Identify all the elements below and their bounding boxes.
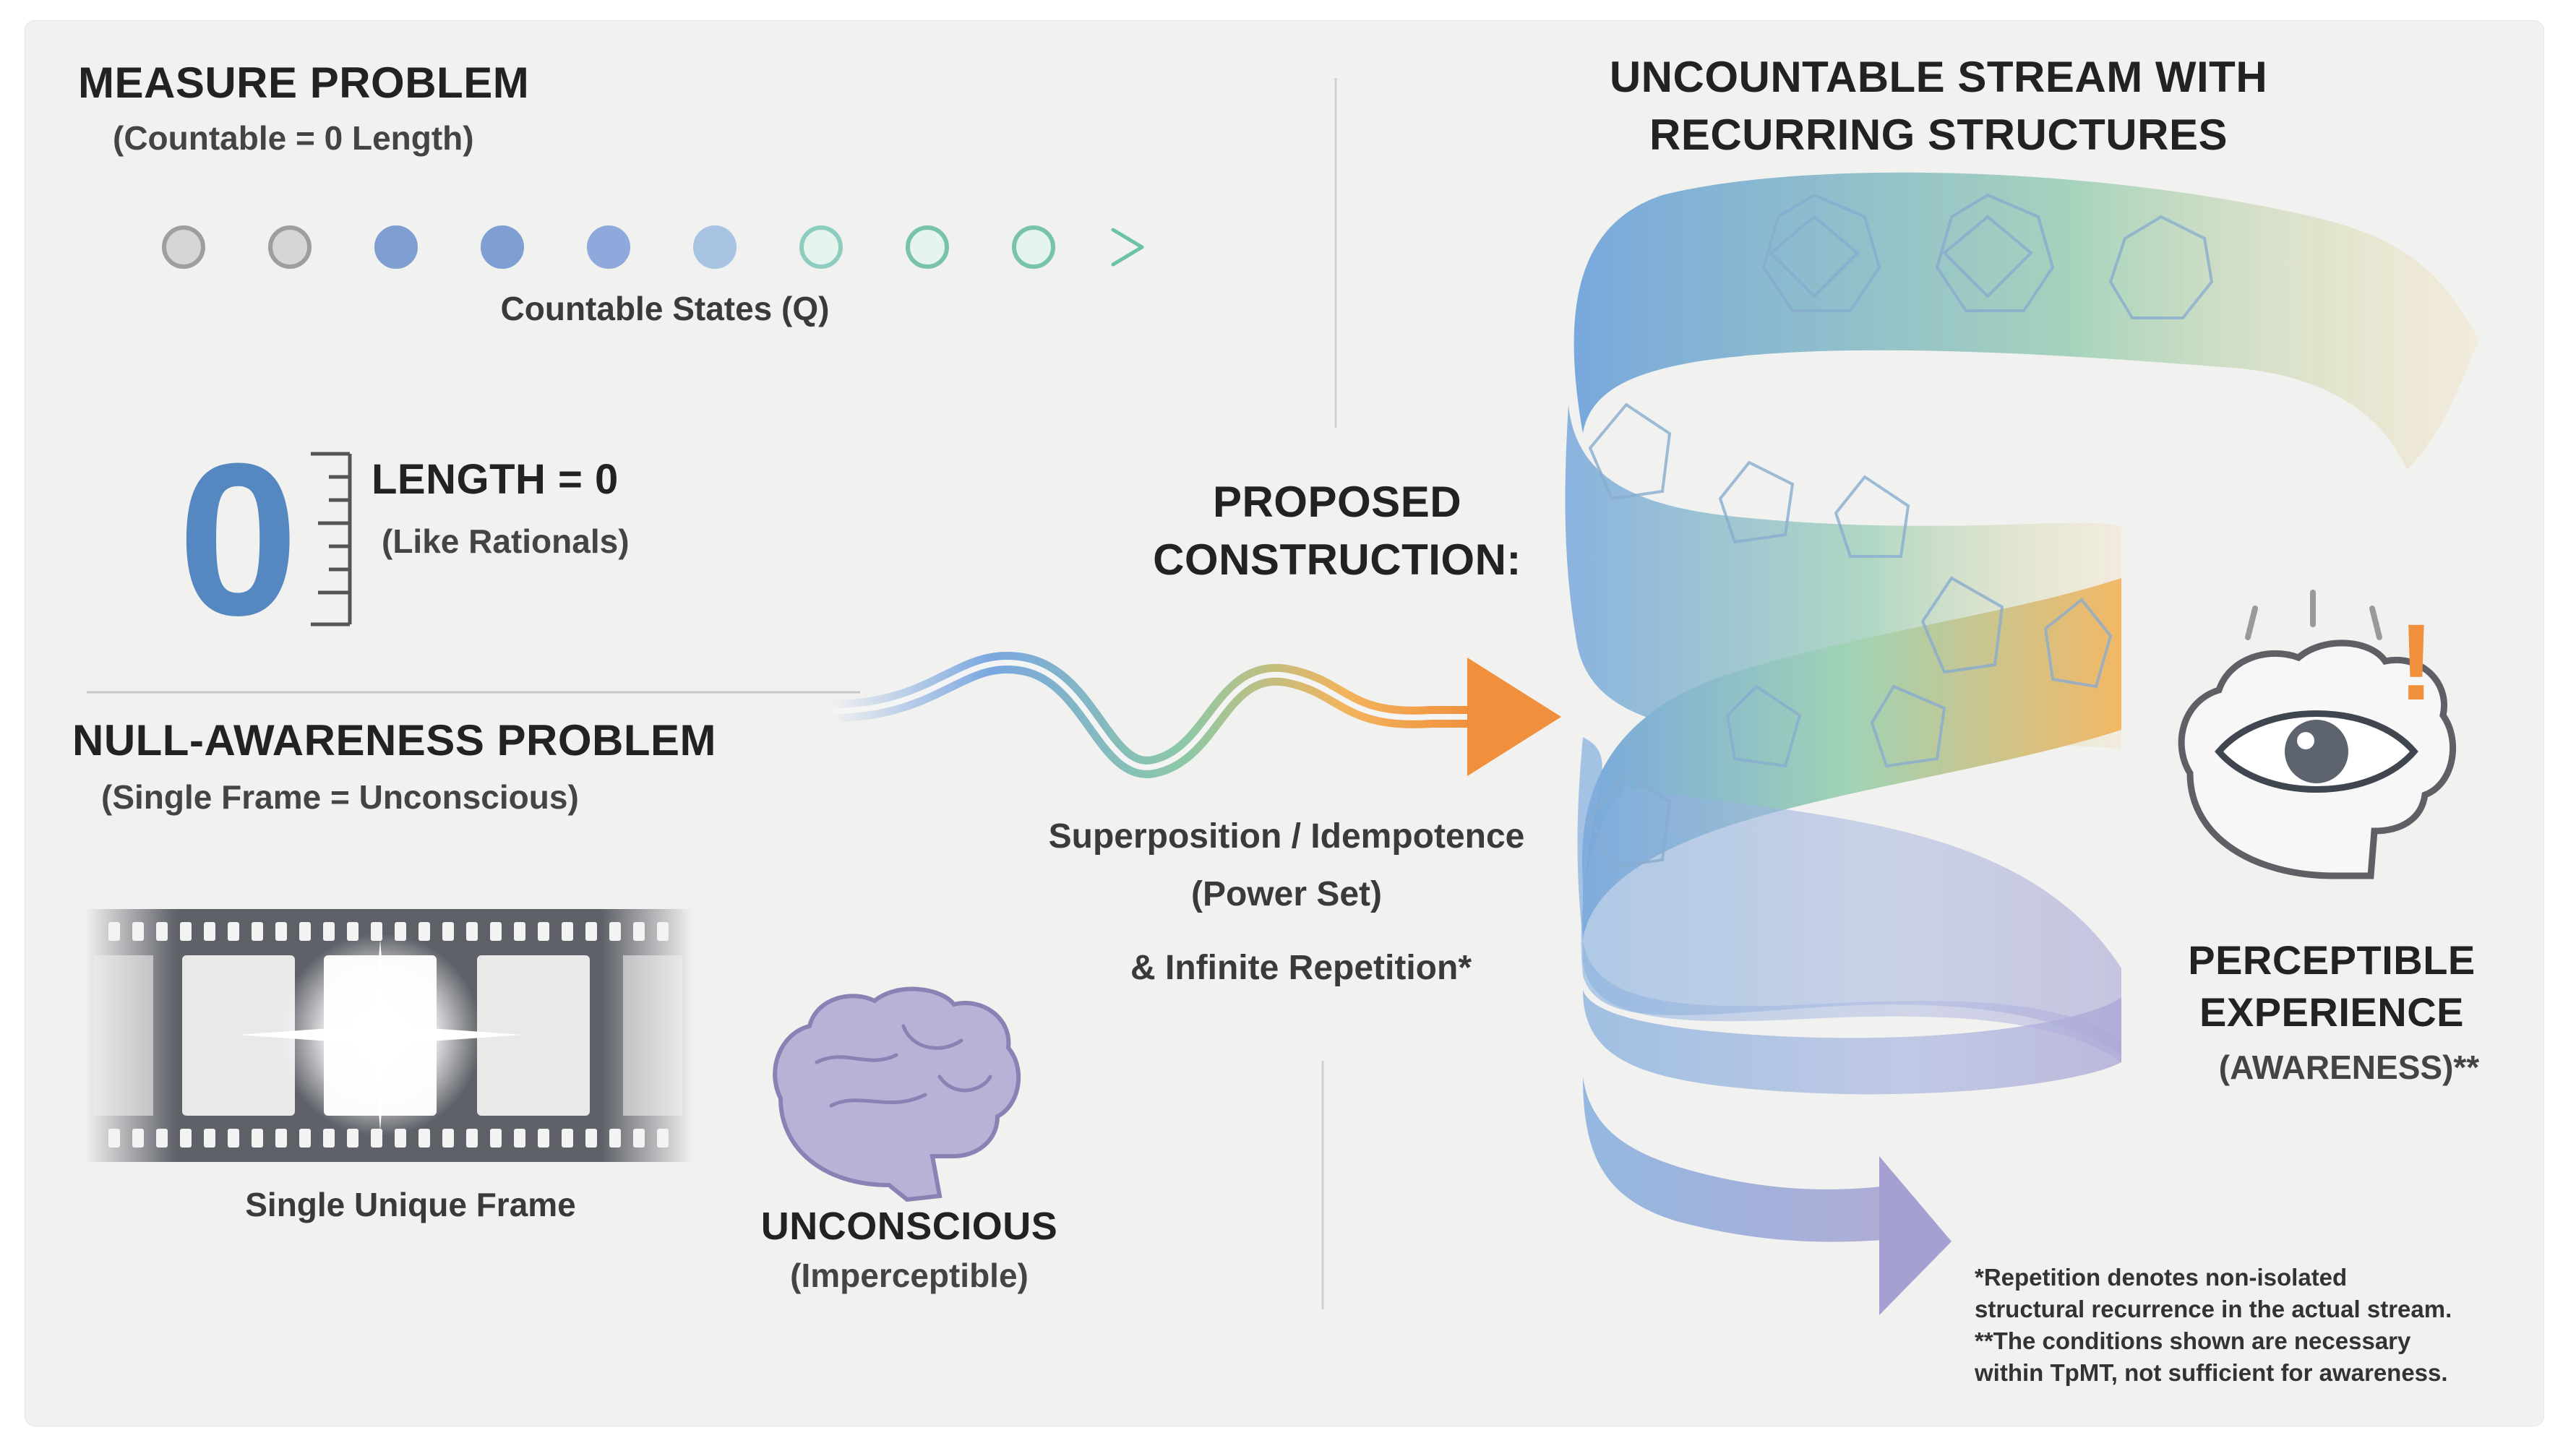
countable-state-dot xyxy=(693,225,737,269)
film-perforation xyxy=(562,922,573,941)
film-perforation xyxy=(466,922,478,941)
film-perforation xyxy=(252,1129,263,1148)
construction-wave-arrow xyxy=(820,651,1561,778)
film-perforation xyxy=(108,1129,120,1148)
length-subtitle: (Like Rationals) xyxy=(382,522,630,560)
countable-state-dot xyxy=(587,225,630,269)
film-perforation xyxy=(418,1129,430,1148)
construction-line1: Superposition / Idempotence xyxy=(1048,817,1525,856)
film-perforation xyxy=(228,1129,239,1148)
film-perforation xyxy=(514,1129,525,1148)
film-perforation xyxy=(156,1129,168,1148)
unconscious-title: UNCONSCIOUS xyxy=(760,1205,1058,1248)
recurring-structure-icons xyxy=(1588,193,2214,869)
unconscious-subtitle: (Imperceptible) xyxy=(790,1257,1029,1294)
film-perforation xyxy=(514,922,525,941)
construction-title-line1: PROPOSED xyxy=(1212,478,1462,526)
perceptible-line2: EXPERIENCE xyxy=(2199,989,2464,1035)
film-perforation xyxy=(562,1129,573,1148)
countable-states-sequence xyxy=(85,225,1144,269)
film-perforation xyxy=(180,922,192,941)
stream-title-line2: RECURRING STRUCTURES xyxy=(1649,111,2228,159)
film-strip xyxy=(85,909,692,1162)
footnote-1: *Repetition denotes non-isolated xyxy=(1975,1264,2348,1291)
construction-title-line2: CONSTRUCTION: xyxy=(1153,535,1521,584)
film-perforation xyxy=(585,1129,597,1148)
film-perforation xyxy=(347,922,359,941)
film-perforation xyxy=(299,922,311,941)
footnote-3: **The conditions shown are necessary xyxy=(1975,1327,2411,1354)
film-perforation xyxy=(442,922,454,941)
countable-state-dot xyxy=(799,225,843,269)
film-perforation xyxy=(132,922,144,941)
stream-title-line1: UNCOUNTABLE STREAM WITH xyxy=(1609,53,2268,101)
film-perforation xyxy=(538,922,549,941)
perceptible-line3: (AWARENESS)** xyxy=(2218,1049,2480,1086)
unconscious-brain-icon xyxy=(773,986,1021,1202)
film-perforation xyxy=(275,1129,287,1148)
null-awareness-subtitle: (Single Frame = Unconscious) xyxy=(101,778,579,816)
film-perforation xyxy=(609,1129,621,1148)
film-perforation xyxy=(156,922,168,941)
construction-line3: & Infinite Repetition* xyxy=(1130,949,1472,987)
stream-arrow-head-icon xyxy=(1879,1156,1952,1315)
film-perforation xyxy=(132,1129,144,1148)
film-perforation xyxy=(275,922,287,941)
film-perforation xyxy=(323,922,335,941)
film-perforation xyxy=(633,922,645,941)
footnote-2: structural recurrence in the actual stre… xyxy=(1975,1296,2452,1322)
film-perforation xyxy=(466,1129,478,1148)
single-frame-label: Single Unique Frame xyxy=(245,1186,576,1223)
film-perforation xyxy=(108,922,120,941)
arrow-right-icon xyxy=(1111,228,1144,267)
countable-state-dot xyxy=(268,225,312,269)
film-perforation xyxy=(228,922,239,941)
film-perforation xyxy=(418,922,430,941)
film-perforation xyxy=(204,922,215,941)
film-perforation xyxy=(323,1129,335,1148)
length-title: LENGTH = 0 xyxy=(372,456,619,503)
film-perforation xyxy=(657,922,669,941)
film-perforation xyxy=(299,1129,311,1148)
film-perforation xyxy=(347,1129,359,1148)
exclamation-icon: ! xyxy=(2398,601,2434,723)
arrow-head-icon xyxy=(1467,658,1561,776)
countable-states-label: Countable States (Q) xyxy=(500,290,830,327)
uncountable-stream-ribbon xyxy=(1565,172,2479,1315)
film-perforation xyxy=(442,1129,454,1148)
construction-line2: (Power Set) xyxy=(1190,875,1383,913)
film-perforation xyxy=(490,922,502,941)
measure-problem-subtitle: (Countable = 0 Length) xyxy=(113,119,474,157)
film-perforation xyxy=(252,922,263,941)
zero-glyph: 0 xyxy=(178,418,299,660)
footnote-4: within TpMT, not sufficient for awarenes… xyxy=(1975,1359,2448,1386)
film-perforation xyxy=(633,1129,645,1148)
film-perforation xyxy=(180,1129,192,1148)
countable-state-dot xyxy=(481,225,524,269)
film-perforation xyxy=(657,1129,669,1148)
countable-state-dot xyxy=(906,225,949,269)
perceptible-brain-eye-icon xyxy=(2178,590,2457,879)
film-perforation xyxy=(490,1129,502,1148)
countable-state-dot xyxy=(1012,225,1055,269)
countable-state-dot xyxy=(374,225,418,269)
null-awareness-title: NULL-AWARENESS PROBLEM xyxy=(72,716,717,765)
ruler-icon xyxy=(311,452,352,627)
film-perforation xyxy=(609,922,621,941)
countable-state-dot xyxy=(162,225,205,269)
measure-problem-title: MEASURE PROBLEM xyxy=(78,59,530,107)
perceptible-line1: PERCEPTIBLE xyxy=(2188,937,2476,983)
film-perforation xyxy=(204,1129,215,1148)
film-perforation xyxy=(585,922,597,941)
film-perforation xyxy=(538,1129,549,1148)
